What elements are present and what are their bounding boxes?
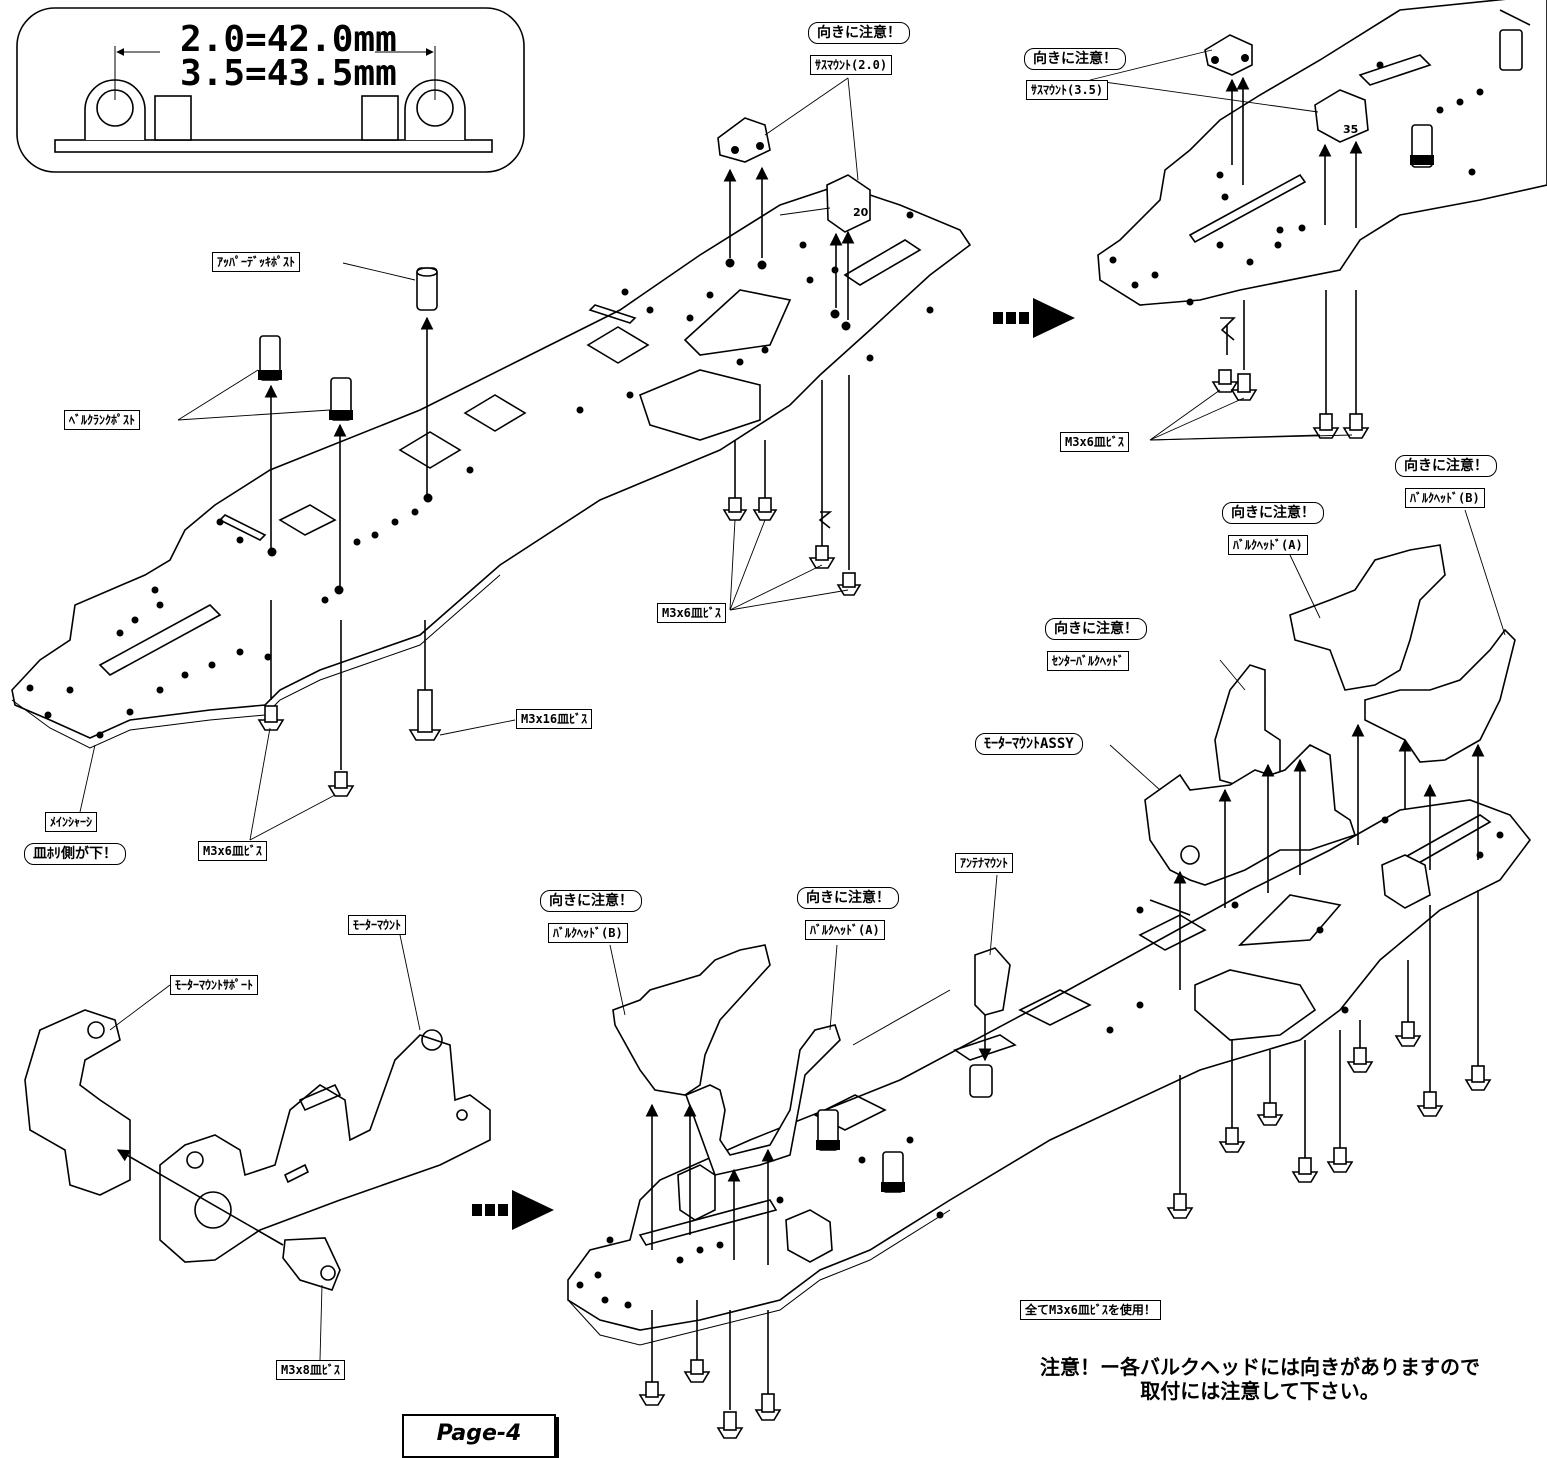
- label-m3x6-top-right: M3x6皿ﾋﾞｽ: [1060, 432, 1129, 452]
- footer-note-line-2: 取付には注意して下さい。: [1140, 1379, 1380, 1403]
- label-bulkhead-a-top: ﾊﾞﾙｸﾍｯﾄﾞ(A): [1228, 535, 1308, 555]
- label-m3x16: M3x16皿ﾋﾞｽ: [516, 709, 593, 729]
- label-main-chassis: ﾒｲﾝｼｬｰｼ: [45, 812, 98, 832]
- label-sus-mount-20: ｻｽﾏｳﾝﾄ(2.0): [810, 55, 893, 75]
- label-antenna-mount: ｱﾝﾃﾅﾏｳﾝﾄ: [955, 853, 1014, 873]
- caution-label-center-bulkhead: 向きに注意！: [1045, 618, 1147, 640]
- dimension-line-1: 2.0=42.0mm: [180, 19, 397, 60]
- label-m3x6-bottom: M3x6皿ﾋﾞｽ: [198, 841, 267, 861]
- flow-arrow-bottom: [472, 1190, 554, 1230]
- caution-label-sus-20: 向きに注意！: [808, 22, 910, 44]
- mount-mark-35: 35: [1343, 123, 1358, 136]
- label-bulkhead-b: ﾊﾞﾙｸﾍｯﾄﾞ(B): [548, 923, 628, 943]
- motor-mount-assembly-left: [24, 1009, 491, 1291]
- caution-label-bulkhead-b-top: 向きに注意！: [1395, 455, 1497, 477]
- label-bellcrank-post: ﾍﾞﾙｸﾗﾝｸﾎﾟｽﾄ: [64, 410, 141, 430]
- rear-chassis-detail: 35: [1097, 0, 1547, 439]
- caution-label-sus-35: 向きに注意！: [1024, 48, 1126, 70]
- leader-lines: [79, 49, 1506, 1361]
- dimension-inset: [16, 7, 525, 173]
- dimension-line-2: 3.5=43.5mm: [180, 53, 397, 94]
- label-sus-mount-35: ｻｽﾏｳﾝﾄ(3.5): [1026, 80, 1109, 100]
- label-m3x8: M3x8皿ﾋﾞｽ: [276, 1360, 345, 1380]
- label-motor-mount-assy: ﾓｰﾀｰﾏｳﾝﾄASSY: [975, 733, 1083, 755]
- label-countersink-down: 皿ﾎﾘ側が下！: [24, 843, 126, 865]
- label-bulkhead-b-top: ﾊﾞﾙｸﾍｯﾄﾞ(B): [1405, 488, 1485, 508]
- label-all-m3x6: 全てM3x6皿ﾋﾞｽを使用！: [1020, 1300, 1161, 1320]
- main-chassis-hardware: 20: [257, 117, 871, 797]
- footer-note-line-1: 注意！ー各バルクヘッドには向きがありますので: [1040, 1355, 1480, 1379]
- label-bulkhead-a: ﾊﾞﾙｸﾍｯﾄﾞ(A): [805, 920, 885, 940]
- label-motor-mount: ﾓｰﾀｰﾏｳﾝﾄ: [348, 915, 407, 935]
- label-m3x6-main: M3x6皿ﾋﾞｽ: [657, 603, 726, 623]
- mount-mark-20: 20: [853, 206, 869, 219]
- main-chassis-plate: [11, 184, 972, 749]
- caution-label-bulkhead-b: 向きに注意！: [540, 890, 642, 912]
- label-motor-mount-support: ﾓｰﾀｰﾏｳﾝﾄｻﾎﾟｰﾄ: [170, 975, 259, 995]
- lower-chassis-plate: [567, 544, 1532, 1439]
- flow-arrow-top: [993, 298, 1075, 338]
- label-upper-deck-post: ｱｯﾊﾟｰﾃﾞｯｷﾎﾟｽﾄ: [212, 252, 301, 272]
- label-center-bulkhead: ｾﾝﾀｰﾊﾞﾙｸﾍｯﾄﾞ: [1047, 651, 1130, 671]
- page-number: Page-4: [402, 1414, 556, 1458]
- caution-label-bulkhead-a: 向きに注意！: [797, 887, 899, 909]
- caution-label-bulkhead-a-top: 向きに注意！: [1222, 502, 1324, 524]
